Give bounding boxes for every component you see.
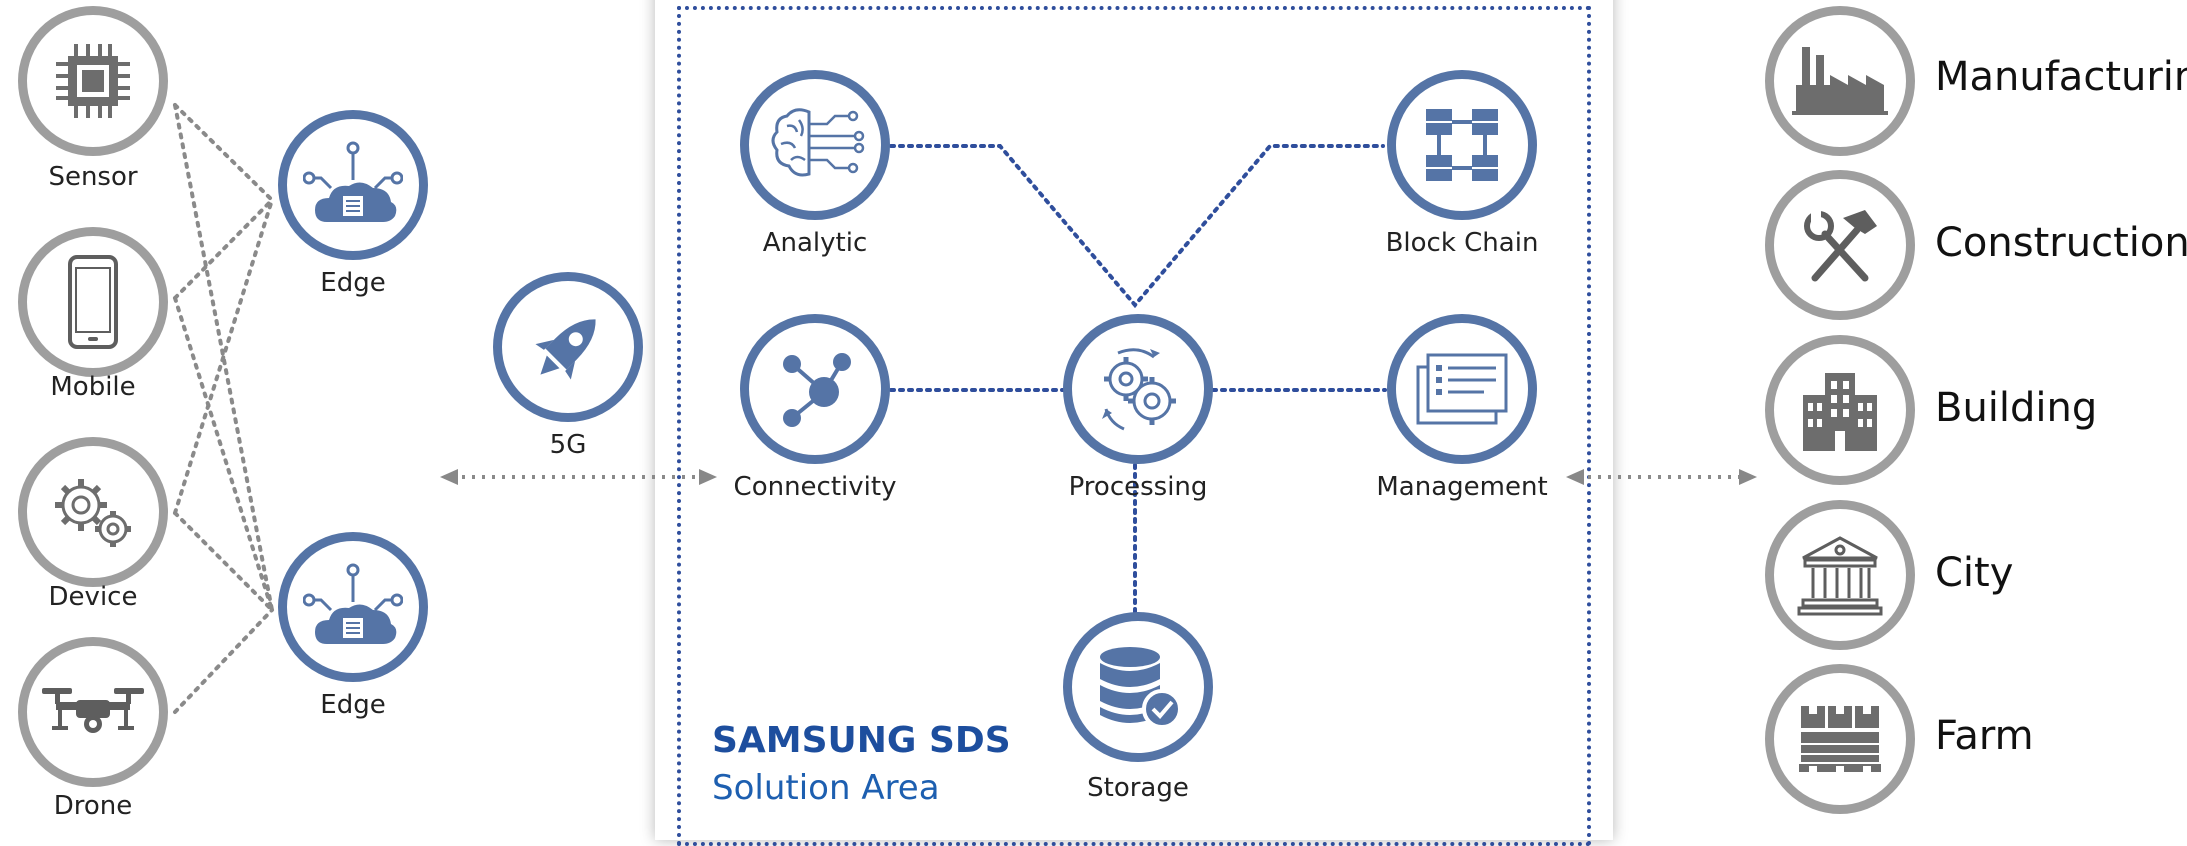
construction-label: Construction xyxy=(1935,220,2187,266)
management-label: Management xyxy=(1376,472,1548,502)
drone-label: Drone xyxy=(53,791,133,821)
construction-node[interactable] xyxy=(1765,170,1915,320)
edge-label-2: Edge xyxy=(320,690,386,720)
mobile-node[interactable] xyxy=(18,227,168,377)
solution-area-title: Solution Area xyxy=(712,768,940,808)
city-hall-icon xyxy=(1797,536,1883,616)
block-chain-node[interactable] xyxy=(1387,70,1537,220)
edge-node-2[interactable] xyxy=(278,532,428,682)
database-check-icon xyxy=(1100,647,1182,729)
block-chain-label: Block Chain xyxy=(1385,228,1539,258)
factory-icon xyxy=(1792,47,1888,115)
drone-node[interactable] xyxy=(18,637,168,787)
analytic-label: Analytic xyxy=(762,228,868,258)
connectivity-node[interactable] xyxy=(740,314,890,464)
management-node[interactable] xyxy=(1387,314,1537,464)
building-icon xyxy=(1803,373,1877,451)
link-device-edge1 xyxy=(173,198,274,515)
dashboard-list-icon xyxy=(1416,353,1508,425)
tools-icon xyxy=(1804,210,1877,282)
building-node[interactable] xyxy=(1765,335,1915,485)
link-sensor-edge1 xyxy=(173,103,274,202)
manufacturing-label: Manufacturing xyxy=(1935,54,2187,100)
manufacturing-node[interactable] xyxy=(1765,6,1915,156)
analytic-node[interactable] xyxy=(740,70,890,220)
farm-label: Farm xyxy=(1935,713,2034,759)
network-nodes-icon xyxy=(783,353,851,427)
5g-label: 5G xyxy=(549,430,587,460)
link-mobile-edge2 xyxy=(173,296,274,612)
arrow-right-head xyxy=(699,469,717,485)
drone-icon xyxy=(42,688,144,733)
arrow-left-head-2 xyxy=(1566,469,1584,485)
storage-node[interactable] xyxy=(1063,612,1213,762)
arrow-right-head-2 xyxy=(1739,469,1757,485)
cloud-network-icon xyxy=(303,563,403,644)
cloud-network-icon xyxy=(303,141,403,222)
smartphone-icon xyxy=(68,255,118,349)
processing-label: Processing xyxy=(1068,472,1208,502)
arrow-left-head xyxy=(440,469,458,485)
rocket-icon xyxy=(535,319,596,380)
processing-gears-icon xyxy=(1102,348,1176,431)
blockchain-icon xyxy=(1426,109,1498,181)
chip-icon xyxy=(56,44,130,118)
sensor-node[interactable] xyxy=(18,6,168,156)
device-label: Device xyxy=(48,582,138,612)
link-device-edge2 xyxy=(173,511,274,612)
storage-label: Storage xyxy=(1087,773,1189,803)
5g-node[interactable] xyxy=(493,272,643,422)
connectivity-label: Connectivity xyxy=(733,472,897,502)
processing-node[interactable] xyxy=(1063,314,1213,464)
mobile-label: Mobile xyxy=(50,372,136,402)
edge-label-1: Edge xyxy=(320,268,386,298)
link-analytic-processing-blockchain xyxy=(889,144,1385,309)
device-node[interactable] xyxy=(18,437,168,587)
link-mobile-edge1 xyxy=(173,198,274,300)
building-label: Building xyxy=(1935,385,2098,431)
farm-node[interactable] xyxy=(1765,664,1915,814)
link-sensor-edge2 xyxy=(173,103,274,612)
farm-crates-icon xyxy=(1799,706,1881,772)
sensor-label: Sensor xyxy=(48,162,138,192)
city-node[interactable] xyxy=(1765,500,1915,650)
city-label: City xyxy=(1935,550,2014,596)
gears-icon xyxy=(55,479,131,547)
link-drone-edge2 xyxy=(173,608,274,714)
connector-lines xyxy=(173,103,1757,714)
edge-node-1[interactable] xyxy=(278,110,428,260)
brain-icon xyxy=(771,108,865,177)
brand-name: SAMSUNG SDS xyxy=(712,720,1011,761)
